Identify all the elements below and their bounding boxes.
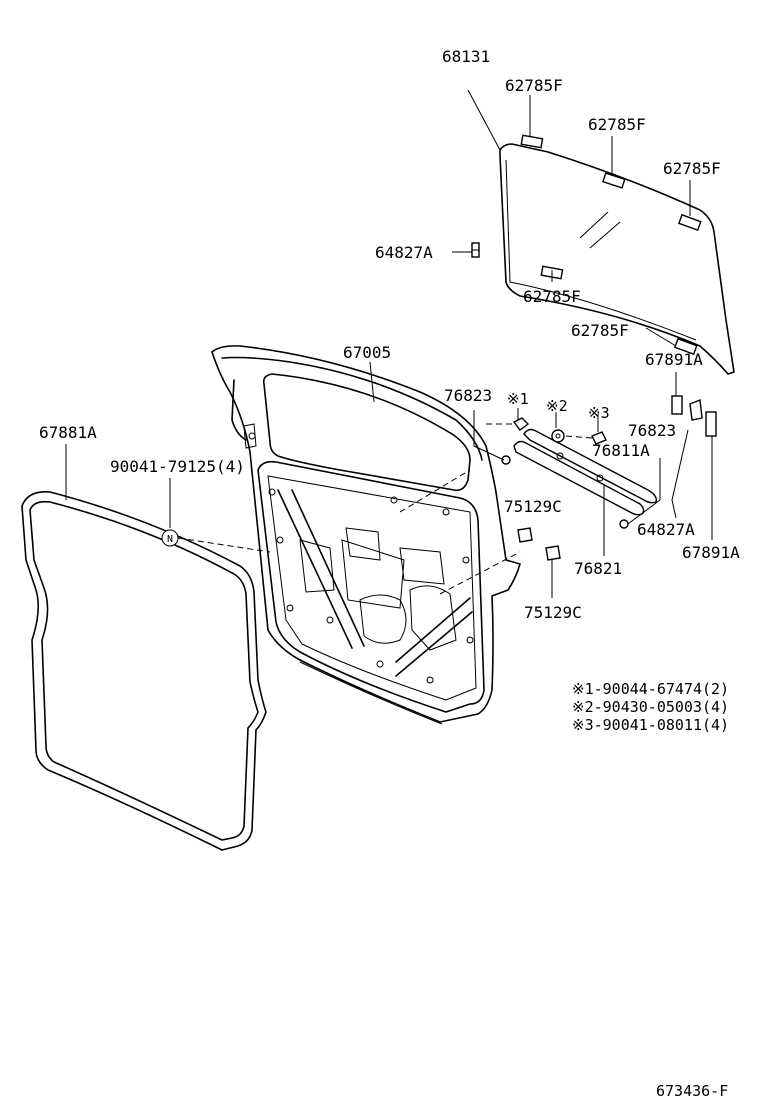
ref3-mark: ※3 xyxy=(588,404,610,422)
footnote-2: ※2-90430-05003(4) xyxy=(572,698,729,716)
footnote-1: ※1-90044-67474(2) xyxy=(572,680,729,698)
diagram-id: 673436-F xyxy=(656,1082,728,1100)
back-glass xyxy=(499,143,735,375)
leader-lines xyxy=(65,89,713,598)
label-62785f-4: 62785F xyxy=(523,287,581,306)
label-67891a-1: 67891A xyxy=(645,350,703,369)
label-67005: 67005 xyxy=(343,343,391,362)
label-62785f-2: 62785F xyxy=(588,115,646,134)
label-68131: 68131 xyxy=(442,47,490,66)
circle-n-marker: N xyxy=(161,529,179,547)
label-76811a: 76811A xyxy=(592,441,650,460)
footnote-3: ※3-90041-08011(4) xyxy=(572,716,729,734)
label-62785f-1: 62785F xyxy=(505,76,563,95)
spoiler-garnish xyxy=(513,428,658,516)
label-90041-79125: 90041-79125(4) xyxy=(110,457,245,476)
fasteners xyxy=(501,417,629,529)
label-75129c-2: 75129C xyxy=(524,603,582,622)
label-62785f-3: 62785F xyxy=(663,159,721,178)
clip-64827a-left xyxy=(471,242,480,258)
circle-n-label: N xyxy=(167,534,173,545)
label-64827a-1: 64827A xyxy=(375,243,433,262)
label-64827a-2: 64827A xyxy=(637,520,695,539)
label-76823-1: 76823 xyxy=(444,386,492,405)
label-76823-2: 76823 xyxy=(628,421,676,440)
label-67891a-2: 67891A xyxy=(682,543,740,562)
weatherstrip xyxy=(21,490,267,851)
right-pads xyxy=(671,395,717,437)
label-67881a: 67881A xyxy=(39,423,97,442)
cushions xyxy=(517,527,561,561)
label-75129c-1: 75129C xyxy=(504,497,562,516)
ref2-mark: ※2 xyxy=(546,397,568,415)
glass-stoppers xyxy=(520,134,702,356)
back-door-panel xyxy=(211,345,521,725)
ref1-mark: ※1 xyxy=(507,390,529,408)
label-76821: 76821 xyxy=(574,559,622,578)
label-62785f-5: 62785F xyxy=(571,321,629,340)
